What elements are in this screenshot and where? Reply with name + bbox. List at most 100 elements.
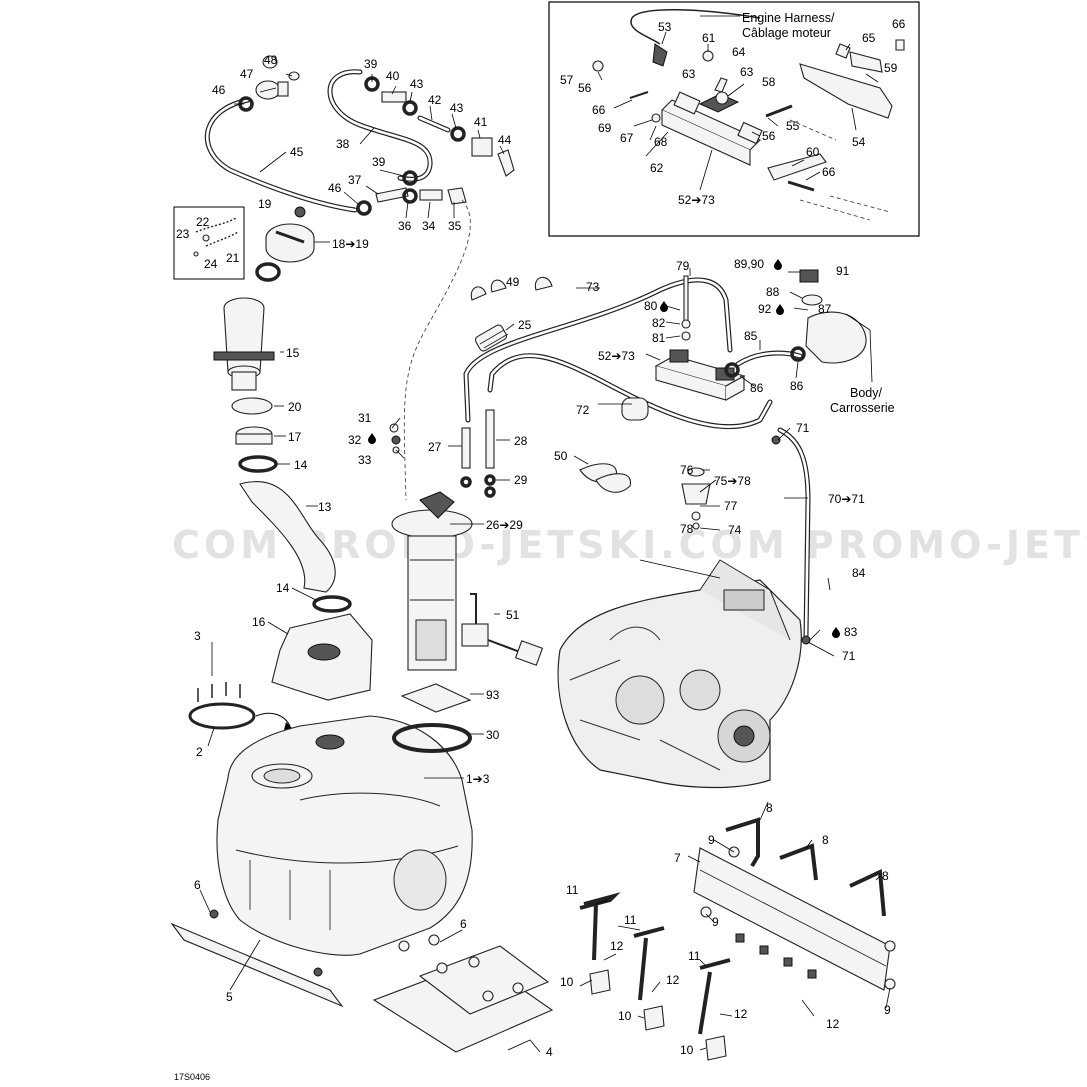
callout-57: 57: [560, 73, 574, 87]
callout-88: 88: [766, 285, 780, 299]
heat-shield-7: [693, 847, 891, 991]
fitting-66-lower: [787, 180, 815, 192]
callout-7: 7: [674, 851, 681, 865]
clamp-36: [402, 188, 418, 204]
callout-6a: 6: [194, 878, 201, 892]
callout-8a: 8: [766, 801, 773, 815]
callout-35: 35: [448, 219, 462, 233]
fuel-level-sender-51: [461, 593, 544, 666]
ties-50: [579, 463, 632, 493]
callout-48: 48: [264, 53, 278, 67]
callout-31: 31: [358, 411, 372, 425]
elbow-44: [497, 149, 515, 177]
callout-60: 60: [806, 145, 820, 159]
callout-68: 68: [654, 135, 668, 149]
callout-52to73a: 52➔73: [678, 193, 715, 207]
screw-66-top: [895, 39, 905, 51]
callout-30: 30: [486, 728, 500, 742]
callout-25: 25: [518, 318, 532, 332]
callout-79: 79: [676, 259, 690, 273]
vent-hose-45: [204, 97, 358, 213]
gasket-93: [400, 683, 472, 713]
vent-hose-38: [327, 69, 433, 182]
clamp-14-top: [238, 455, 278, 473]
callout-74: 74: [728, 523, 742, 537]
callout-59: 59: [884, 61, 898, 75]
callout-63b: 63: [740, 65, 754, 79]
bracket-60: [767, 153, 827, 181]
callout-75to78: 75➔78: [714, 474, 751, 488]
callout-56b: 56: [762, 129, 776, 143]
fuel-cap-18: [255, 206, 315, 282]
callout-20: 20: [288, 400, 302, 414]
callout-80: 80: [644, 299, 658, 313]
brackets-10: [589, 969, 727, 1061]
engine-harness-fr: Câblage moteur: [742, 26, 831, 40]
fuel-filter: [621, 397, 649, 421]
callout-46a: 46: [212, 83, 226, 97]
seal-19: [294, 206, 306, 218]
callout-86b: 86: [790, 379, 804, 393]
check-valve-40: [381, 91, 407, 103]
hose-34: [419, 189, 443, 201]
gasket-20: [231, 397, 273, 415]
callout-18to19: 18➔19: [332, 237, 369, 251]
clamp-86-a: [724, 362, 740, 378]
callout-27: 27: [428, 440, 442, 454]
reservoir-87: [799, 269, 867, 364]
callout-10a: 10: [560, 975, 574, 989]
callout-41: 41: [474, 115, 488, 129]
body-leader: [845, 313, 873, 383]
straps-8: [725, 817, 886, 917]
fuel-line-73: [463, 277, 733, 423]
callout-85: 85: [744, 329, 758, 343]
callout-4: 4: [546, 1045, 553, 1059]
callout-3: 3: [194, 629, 201, 643]
callout-12d: 12: [826, 1017, 840, 1031]
callout-50: 50: [554, 449, 568, 463]
clamp-39-bottom: [402, 170, 418, 186]
callout-89-90: 89,90: [734, 257, 764, 271]
fitting-55: [765, 104, 793, 118]
callout-71a: 71: [796, 421, 810, 435]
figure-id: 17S0406: [174, 1072, 210, 1082]
sensor-58: [715, 91, 729, 105]
callout-66c: 66: [822, 165, 836, 179]
callout-13: 13: [318, 500, 332, 514]
drop-icon-89-90: [774, 259, 782, 270]
callout-19: 19: [258, 197, 272, 211]
callout-17: 17: [288, 430, 302, 444]
leader-lines: [199, 15, 891, 1053]
clamp-14-bottom: [312, 595, 352, 613]
callout-52to73b: 52➔73: [598, 349, 635, 363]
callout-64: 64: [732, 45, 746, 59]
lock-ring-30: [392, 723, 472, 753]
callout-56a: 56: [578, 81, 592, 95]
callout-36: 36: [398, 219, 412, 233]
callout-61: 61: [702, 31, 716, 45]
callout-70to71: 70➔71: [828, 492, 865, 506]
callout-73: 73: [586, 280, 600, 294]
cap-tether-box: [173, 206, 245, 280]
regulator-75: [681, 467, 711, 530]
hose-85: [735, 350, 803, 367]
callout-77: 77: [724, 499, 738, 513]
drop-icon-32: [368, 433, 376, 444]
callout-16: 16: [252, 615, 266, 629]
callout-87: 87: [818, 302, 832, 316]
callout-69: 69: [598, 121, 612, 135]
callout-46b: 46: [328, 181, 342, 195]
callout-37: 37: [348, 173, 362, 187]
fitting-61: [702, 50, 714, 62]
callout-82: 82: [652, 316, 666, 330]
callout-78: 78: [680, 522, 694, 536]
filler-neck-15: [213, 297, 275, 391]
callout-54: 54: [852, 135, 866, 149]
screws-6: [209, 909, 323, 977]
callout-21: 21: [226, 251, 240, 265]
fuel-tank-1: [216, 715, 473, 956]
callout-1to3: 1➔3: [466, 772, 490, 786]
callout-6b: 6: [460, 917, 467, 931]
callout-14a: 14: [294, 458, 308, 472]
filler-hose-13: [239, 481, 336, 593]
